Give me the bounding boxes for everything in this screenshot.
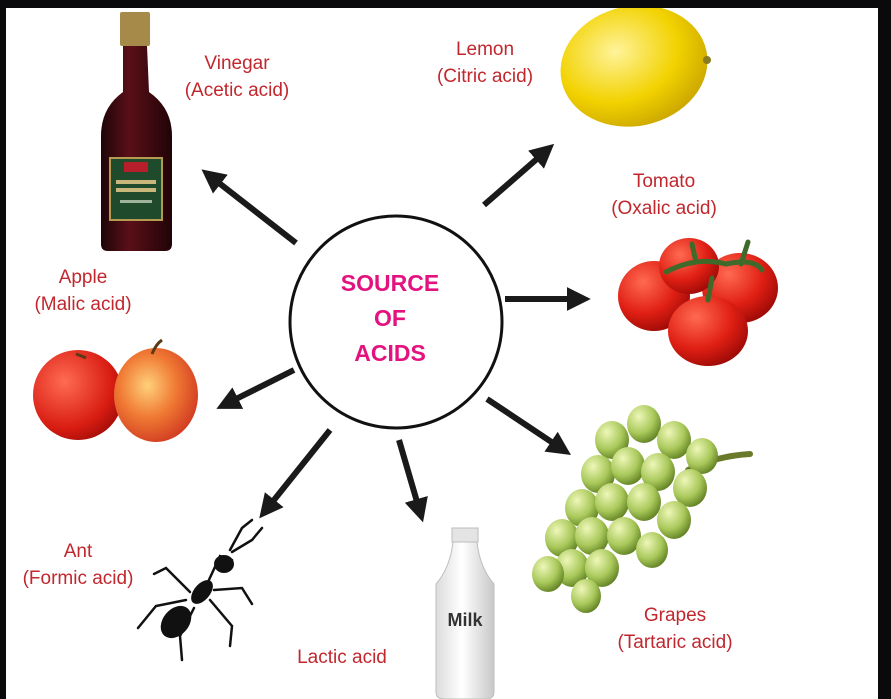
apple-acid: (Malic acid) bbox=[18, 291, 148, 318]
tomato-name: Tomato bbox=[594, 168, 734, 195]
center-title-line2: OF bbox=[290, 301, 490, 336]
grapes-image bbox=[532, 405, 750, 613]
lemon-acid: (Citric acid) bbox=[420, 63, 550, 90]
vinegar-bottle-image bbox=[101, 12, 172, 251]
vinegar-acid: (Acetic acid) bbox=[172, 77, 302, 104]
ant-name: Ant bbox=[6, 538, 150, 565]
grapes-name: Grapes bbox=[600, 602, 750, 629]
lemon-image bbox=[549, 8, 719, 140]
tomato-label: Tomato (Oxalic acid) bbox=[594, 168, 734, 222]
arrow-to-milk bbox=[399, 440, 420, 512]
ant-label: Ant (Formic acid) bbox=[6, 538, 150, 592]
grapes-label: Grapes (Tartaric acid) bbox=[600, 602, 750, 656]
milk-acid: Lactic acid bbox=[280, 644, 404, 671]
tomato-image bbox=[618, 238, 778, 366]
vinegar-name: Vinegar bbox=[172, 50, 302, 77]
ant-image bbox=[138, 520, 262, 660]
arrow-to-vinegar bbox=[210, 176, 296, 243]
arrow-to-grapes bbox=[487, 399, 562, 449]
diagram-canvas: SOURCE OF ACIDS Vinegar (Acetic acid) Le… bbox=[6, 8, 878, 699]
vinegar-label: Vinegar (Acetic acid) bbox=[172, 50, 302, 104]
apple-name: Apple bbox=[18, 264, 148, 291]
center-title-line3: ACIDS bbox=[290, 336, 490, 371]
milk-bottle-text: Milk bbox=[436, 610, 494, 631]
center-title: SOURCE OF ACIDS bbox=[290, 266, 490, 371]
milk-label: Lactic acid bbox=[280, 644, 404, 671]
lemon-label: Lemon (Citric acid) bbox=[420, 36, 550, 90]
apple-label: Apple (Malic acid) bbox=[18, 264, 148, 318]
ant-acid: (Formic acid) bbox=[6, 565, 150, 592]
arrow-to-apple bbox=[226, 370, 294, 404]
tomato-acid: (Oxalic acid) bbox=[594, 195, 734, 222]
grapes-acid: (Tartaric acid) bbox=[600, 629, 750, 656]
arrow-to-lemon bbox=[484, 151, 546, 205]
apple-image bbox=[33, 340, 198, 442]
center-title-line1: SOURCE bbox=[290, 266, 490, 301]
arrow-to-ant bbox=[266, 430, 330, 510]
lemon-name: Lemon bbox=[420, 36, 550, 63]
